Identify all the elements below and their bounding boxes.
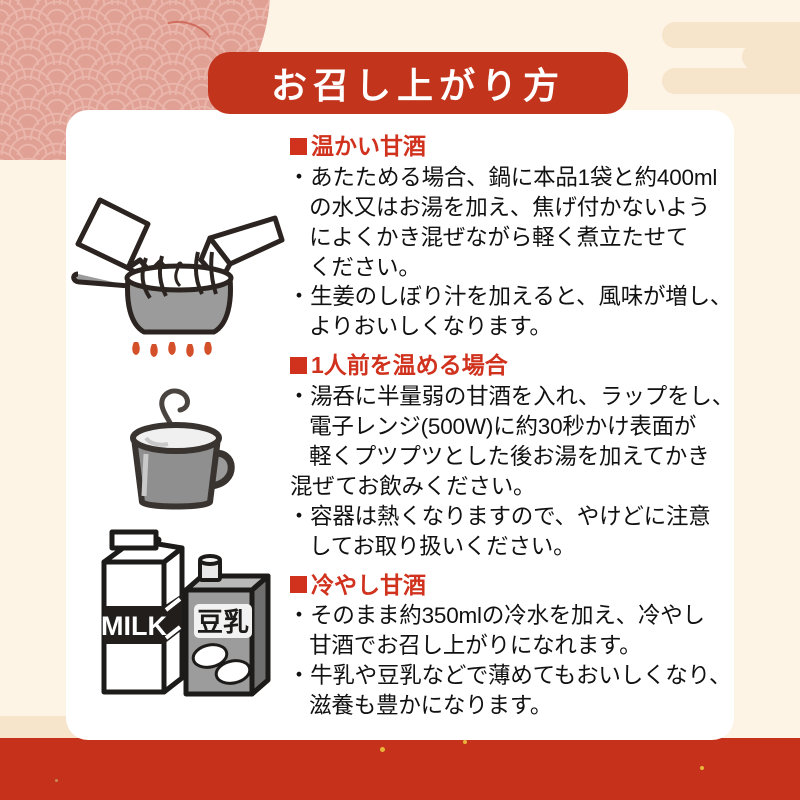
instruction-text: 湯呑に半量弱の甘酒を入れ、ラップをし、 (310, 384, 734, 410)
instruction-text: ください。 (309, 254, 421, 280)
instruction-text: 生姜のしぼり汁を加えると、風味が増し、 (310, 284, 733, 310)
pot-on-flame-svg (71, 197, 285, 357)
gold-speck (700, 766, 704, 770)
instruction-line: によくかき混ぜながら軽く煮立たせて (290, 223, 745, 253)
soymilk-carton-label: 豆乳 (197, 608, 249, 638)
cartons-svg: MILK 豆乳 (101, 529, 271, 697)
section-heading-label: 温かい甘酒 (311, 133, 426, 159)
instruction-line: 電子レンジ(500W)に約30秒かけ表面が (290, 412, 745, 442)
instruction-text: 滋養も豊かになります。 (309, 693, 553, 719)
instruction-line: よりおいしくなります。 (290, 312, 745, 342)
instructions-column: 温かい甘酒 ・あたためる場合、鍋に本品1袋と約400ml の水又はお湯を加え、焦… (287, 132, 745, 721)
mist-band (742, 44, 800, 70)
section-heading: 1人前を温める場合 (290, 351, 745, 380)
gold-speck (380, 747, 385, 752)
instruction-text: によくかき混ぜながら軽く煮立たせて (309, 224, 689, 250)
bullet-dot-icon: ・ (287, 603, 311, 629)
instruction-line: 軽くプツプツとした後お湯を加えてかき (290, 442, 745, 472)
instruction-text: 甘酒でお召し上がりになれます。 (309, 633, 642, 659)
mist-band (662, 68, 800, 94)
instruction-text: 牛乳や豆乳などで薄めてもおいしくなり、 (310, 663, 732, 689)
instruction-line: ・生姜のしぼり汁を加えると、風味が増し、 (287, 282, 745, 312)
pot-on-flame-illustration (70, 182, 285, 367)
bullet-dot-icon: ・ (287, 663, 311, 689)
illustration-column: MILK 豆乳 (70, 120, 285, 740)
bullet-dot-icon: ・ (287, 164, 311, 190)
gold-speck (55, 779, 58, 782)
instruction-text: の水又はお湯を加え、焦げ付かないよう (309, 194, 711, 220)
section-heading-label: 1人前を温める場合 (311, 352, 508, 379)
instruction-text: 軽くプツプツとした後お湯を加えてかき (309, 443, 710, 469)
square-bullet-icon (290, 576, 307, 594)
milk-and-soymilk-carton-illustration: MILK 豆乳 (86, 518, 276, 713)
instruction-text: してお取り扱いください。 (309, 533, 576, 559)
instruction-text: 容器は熱くなりますので、やけどに注意 (310, 503, 711, 529)
section-heading: 冷やし甘酒 (290, 571, 745, 600)
instruction-line: ・湯呑に半量弱の甘酒を入れ、ラップをし、 (287, 382, 745, 412)
bullet-dot-icon: ・ (287, 384, 311, 410)
instruction-text: そのまま約350mlの冷水を加え、冷やし (310, 603, 705, 629)
instruction-line: 甘酒でお召し上がりになれます。 (290, 631, 745, 661)
instruction-line: の水又はお湯を加え、焦げ付かないよう (290, 193, 745, 223)
section-single-serving: 1人前を温める場合 ・湯呑に半量弱の甘酒を入れ、ラップをし、 電子レンジ(500… (287, 351, 745, 562)
instruction-line: ・そのまま約350mlの冷水を加え、冷やし (287, 601, 745, 631)
section-chilled-amazake: 冷やし甘酒 ・そのまま約350mlの冷水を加え、冷やし 甘酒でお召し上がりになれ… (287, 571, 745, 721)
milk-carton-label: MILK (101, 611, 167, 641)
square-bullet-icon (290, 137, 307, 155)
instruction-line: ・容器は熱くなりますので、やけどに注意 (287, 502, 745, 532)
steaming-mug-illustration (106, 382, 256, 522)
section-heading: 温かい甘酒 (290, 132, 745, 161)
instruction-text: よりおいしくなります。 (309, 314, 552, 340)
square-bullet-icon (290, 357, 307, 375)
page-title: お召し上がり方 (270, 65, 565, 106)
mist-band (662, 22, 800, 48)
instruction-line: ・牛乳や豆乳などで薄めてもおいしくなり、 (287, 661, 745, 691)
instruction-line: 滋養も豊かになります。 (290, 691, 745, 721)
steaming-mug-svg (130, 388, 235, 510)
instruction-line: ください。 (290, 253, 745, 283)
instruction-text: あたためる場合、鍋に本品1袋と約400ml (310, 164, 718, 190)
bullet-dot-icon: ・ (287, 284, 311, 310)
instruction-line: ・あたためる場合、鍋に本品1袋と約400ml (287, 163, 745, 193)
bullet-dot-icon: ・ (287, 503, 311, 529)
section-heading-label: 冷やし甘酒 (311, 571, 426, 598)
gold-speck (463, 740, 467, 744)
instruction-text: 混ぜてお飲みください。 (290, 473, 536, 499)
instruction-line: 混ぜてお飲みください。 (290, 472, 745, 502)
bottom-red-band (0, 738, 800, 800)
section-warm-amazake: 温かい甘酒 ・あたためる場合、鍋に本品1袋と約400ml の水又はお湯を加え、焦… (287, 132, 745, 342)
instruction-text: 電子レンジ(500W)に約30秒かけ表面が (309, 413, 697, 439)
instruction-line: してお取り扱いください。 (290, 532, 745, 562)
title-banner: お召し上がり方 (208, 52, 628, 114)
